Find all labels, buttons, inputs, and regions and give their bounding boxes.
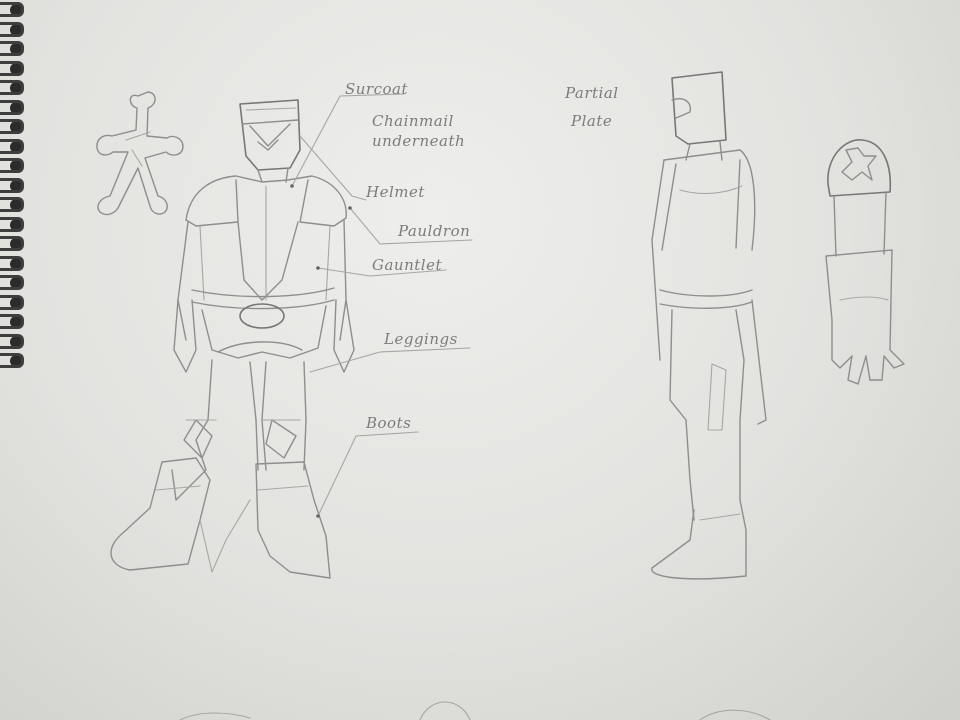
- label-boots: Boots: [366, 414, 411, 432]
- helmet-crest-icon: [828, 140, 890, 196]
- label-helmet: Helmet: [366, 183, 425, 201]
- label-surcoat: Surcoat: [345, 80, 408, 98]
- front-helmet: [240, 100, 300, 182]
- leader-lines: [290, 94, 472, 518]
- label-leggings: Leggings: [384, 330, 458, 348]
- label-chainmail: Chainmail: [372, 112, 454, 130]
- label-underneath: underneath: [372, 132, 465, 150]
- cross-emblem-icon: [97, 92, 183, 215]
- arm-detail: [826, 140, 904, 384]
- label-gauntlet: Gauntlet: [372, 256, 442, 274]
- side-view-knight: [652, 72, 766, 579]
- label-plate: Plate: [571, 112, 612, 130]
- label-partial: Partial: [565, 84, 619, 102]
- front-view-knight: [111, 100, 354, 578]
- bottom-sketch-fragments: [180, 702, 770, 720]
- label-pauldron: Pauldron: [398, 222, 470, 240]
